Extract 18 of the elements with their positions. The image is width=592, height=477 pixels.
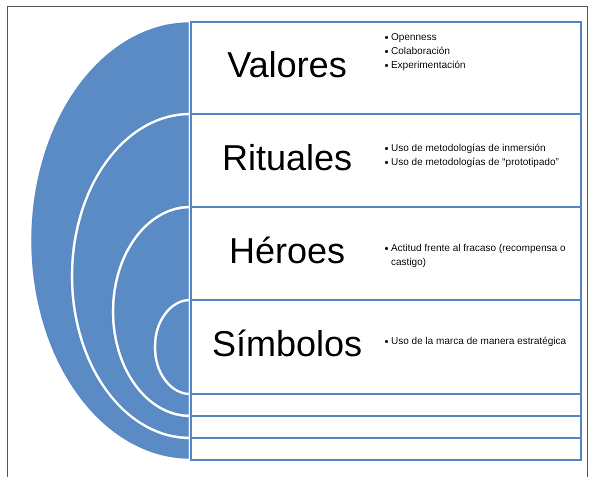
bullet-text: Experimentación: [385, 59, 578, 73]
bullet-text: Openness: [385, 31, 578, 45]
layer-heading: Símbolos: [210, 326, 364, 362]
empty-row-box: [190, 393, 582, 417]
row-box: [190, 299, 582, 395]
empty-row-box: [190, 415, 582, 439]
bullet-text: Uso de metodologías de “prototipado”: [385, 156, 578, 170]
bullet-text: Actitud frente al fracaso (recompensa o castigo): [385, 242, 578, 270]
bullet-text: Uso de metodologías de inmersión: [385, 142, 578, 156]
layer-heading: Héroes: [228, 232, 346, 268]
layer-heading: Valores: [226, 47, 348, 83]
row-box: [190, 206, 582, 301]
bullet-text: Uso de la marca de manera estratégica: [385, 335, 578, 349]
layer-heading: Rituales: [220, 140, 354, 176]
empty-row-box: [190, 437, 582, 461]
row-box: [190, 113, 582, 208]
bullet-text: Colaboración: [385, 45, 578, 59]
row-box: [190, 21, 582, 115]
